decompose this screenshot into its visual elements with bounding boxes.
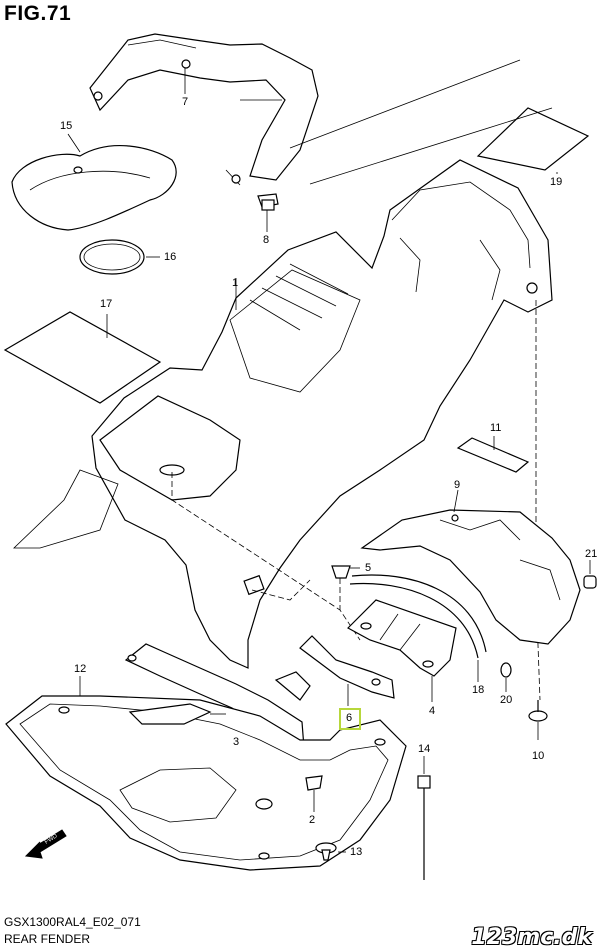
callout-1: 1 — [232, 277, 239, 289]
part-13-rivet — [315, 842, 346, 861]
callout-19: 19 — [550, 176, 563, 188]
callout-18: 18 — [472, 684, 485, 696]
forward-arrow-icon: FWD — [24, 829, 67, 859]
callout-2: 2 — [309, 814, 316, 826]
part-6-bracket — [299, 635, 395, 706]
callout-8: 8 — [263, 234, 270, 246]
part-20-washer — [500, 662, 512, 692]
callout-16: 16 — [164, 251, 177, 263]
part-10-screw — [528, 700, 548, 740]
part-11-strip — [456, 436, 530, 473]
part-7-rail-bracket — [89, 33, 319, 186]
highlight-box — [339, 708, 361, 730]
callout-5: 5 — [365, 562, 372, 574]
part-17-sheet — [3, 311, 162, 404]
model-code: GSX1300RAL4_E02_071 — [4, 915, 141, 929]
callout-21: 21 — [585, 548, 598, 560]
part-14-cable-tie — [417, 756, 431, 880]
callout-14: 14 — [418, 743, 431, 755]
callout-13: 13 — [350, 846, 363, 858]
part-12-undertray — [5, 671, 407, 871]
callout-9: 9 — [454, 479, 461, 491]
section-name: REAR FENDER — [4, 932, 91, 946]
part-1-rear-fender — [13, 159, 553, 669]
assembly-guide-line — [171, 472, 361, 641]
callout-17: 17 — [100, 298, 113, 310]
part-21-grommet — [583, 560, 597, 589]
callout-6: 6 — [346, 712, 353, 724]
part-16-ring — [79, 239, 160, 275]
callout-7: 7 — [182, 96, 189, 108]
callout-11: 11 — [490, 422, 502, 434]
part-5-clip — [331, 565, 360, 579]
part-8-bolt — [257, 193, 279, 232]
callout-10: 10 — [532, 750, 545, 762]
part-4-bracket — [347, 599, 457, 702]
part-19-sheet — [476, 107, 590, 174]
part-15-pad — [11, 133, 177, 231]
part-2-bolt — [305, 775, 323, 812]
callout-12: 12 — [74, 663, 87, 675]
watermark-logo: 123mc.dk — [471, 925, 592, 950]
part-9-inner-fender — [360, 489, 581, 645]
part-18-curved-strip — [349, 574, 487, 682]
callout-3: 3 — [233, 736, 240, 748]
assembly-guide-line — [251, 579, 311, 601]
callout-20: 20 — [500, 694, 513, 706]
figure-title: FIG.71 — [4, 2, 72, 25]
callout-15: 15 — [60, 120, 73, 132]
callout-4: 4 — [429, 705, 436, 717]
